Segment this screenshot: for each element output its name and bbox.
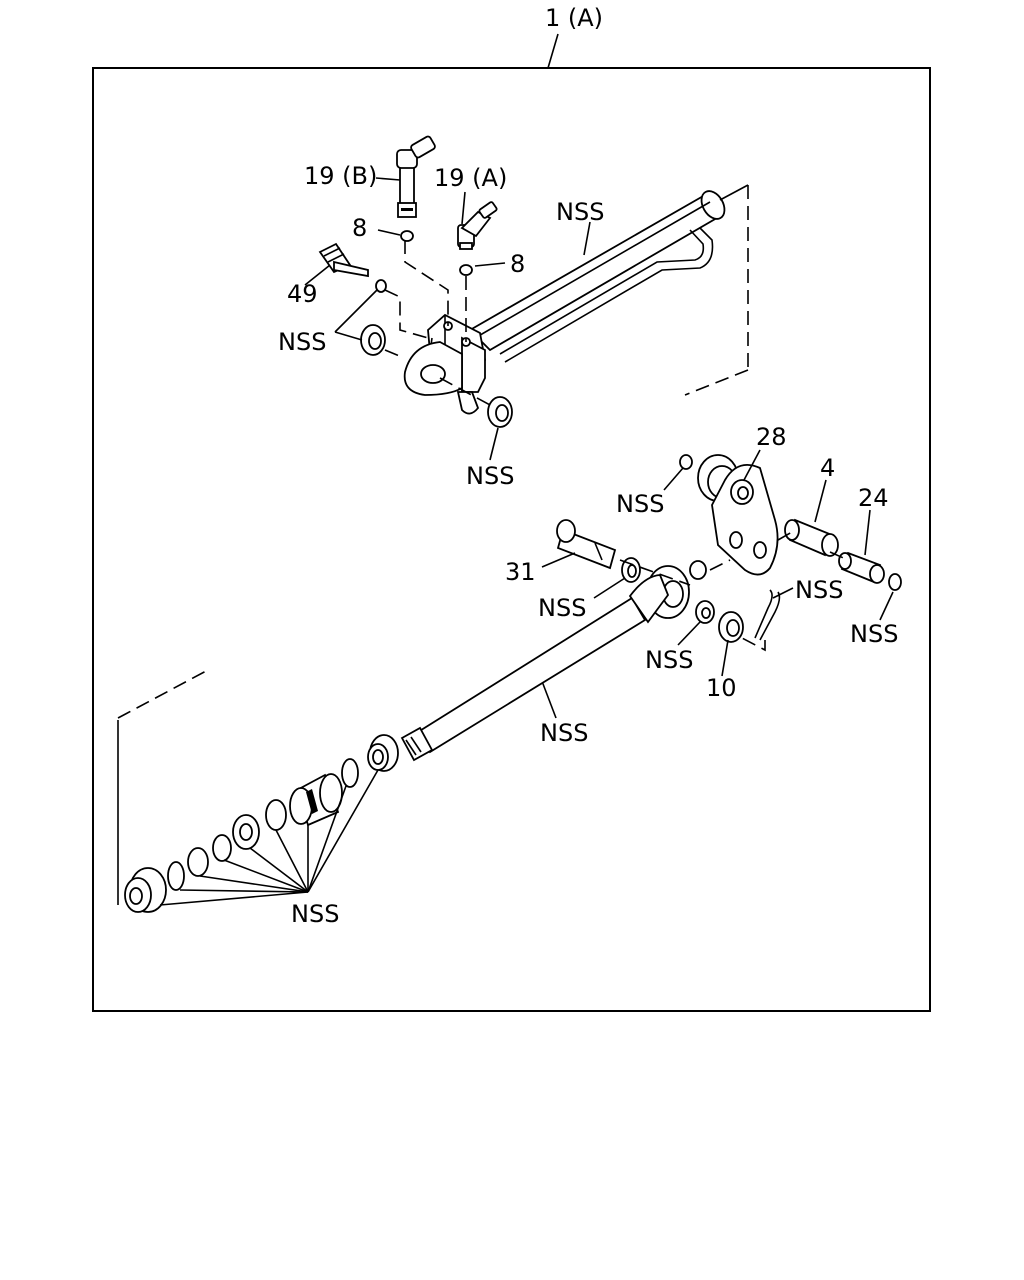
leader-4 [814,479,827,523]
assembly-label[interactable]: 1 (A) [545,4,603,32]
label-nss-washer-rod[interactable]: NSS [645,646,693,674]
label-nss-rod[interactable]: NSS [540,719,588,747]
oring-3 [265,799,287,831]
fitting-19b[interactable] [396,135,436,218]
leader-24 [864,509,871,556]
washer-31[interactable] [621,557,641,583]
oring-upper[interactable] [375,279,387,293]
cylinder-body[interactable] [403,184,749,415]
snap-ring-2 [341,758,359,788]
leader-nss-oring-28 [663,467,684,491]
leader-28 [743,449,761,481]
leader-nss-oring-24 [879,591,894,621]
leader-8b [474,262,506,267]
piston-rod[interactable] [400,574,670,762]
label-28[interactable]: 28 [756,423,787,451]
break-line-lower [117,669,209,719]
bushing-4[interactable] [784,518,839,557]
leader-10 [721,639,729,677]
bracket-28[interactable] [697,454,779,576]
leader-nss-seal-kit [159,769,379,906]
pin-31[interactable] [556,519,617,570]
cotter-pin[interactable] [754,589,781,641]
leader-nss-lower-washer [489,427,499,461]
assembly-lines-upper [404,240,449,326]
leader-31 [541,552,576,568]
oring-24[interactable] [888,573,902,591]
label-31[interactable]: 31 [505,558,536,586]
leader-19b [375,177,401,181]
label-8b[interactable]: 8 [510,250,525,278]
assembly-lines-right [619,559,691,586]
leader-nss-housing [583,221,591,256]
label-24[interactable]: 24 [858,484,889,512]
seal-kit[interactable] [124,734,399,913]
leader-19a [461,191,466,225]
washer-10[interactable] [718,611,744,643]
label-nss-lower-washer[interactable]: NSS [466,462,514,490]
leader-8a [377,229,401,236]
cylinder-end-lower [117,669,209,905]
label-nss-oring-24[interactable]: NSS [850,620,898,648]
washer-8-upper[interactable] [400,230,414,242]
piston [289,773,343,827]
oring-28[interactable] [679,454,693,470]
washer-rod[interactable] [695,600,715,624]
label-nss-washer-31[interactable]: NSS [538,594,586,622]
snap-ring-1 [167,861,185,891]
oring-1 [187,847,209,877]
label-nss-cotter-pin[interactable]: NSS [795,576,843,604]
label-10[interactable]: 10 [706,674,737,702]
label-19a[interactable]: 19 (A) [434,164,507,192]
label-49[interactable]: 49 [287,280,318,308]
seal-washer-upper[interactable] [360,324,386,356]
gland-nut [124,867,167,913]
label-nss-seal-kit[interactable]: NSS [291,900,339,928]
label-4[interactable]: 4 [820,454,835,482]
label-19b[interactable]: 19 (B) [304,162,377,190]
leader-nss-seals [334,289,378,341]
leader-nss-washer-31 [593,577,626,599]
assembly-frame [92,67,931,1012]
label-8a[interactable]: 8 [352,214,367,242]
label-nss-seals[interactable]: NSS [278,328,326,356]
bushing-24[interactable] [838,551,885,584]
wiper-seal [367,734,399,772]
leader-nss-cotter-pin [772,587,794,599]
leader-nss-washer-rod [677,621,701,646]
grease-fitting-49[interactable] [318,242,369,278]
leader-49 [304,264,331,286]
label-nss-oring-28[interactable]: NSS [616,490,664,518]
seal-ring [232,814,260,850]
oring-2 [212,834,232,862]
washer-8-lower[interactable] [459,264,473,276]
seal-washer-lower[interactable] [487,396,513,428]
assembly-leader [547,33,559,69]
fitting-19a[interactable] [457,201,498,250]
label-nss-housing[interactable]: NSS [556,198,604,226]
